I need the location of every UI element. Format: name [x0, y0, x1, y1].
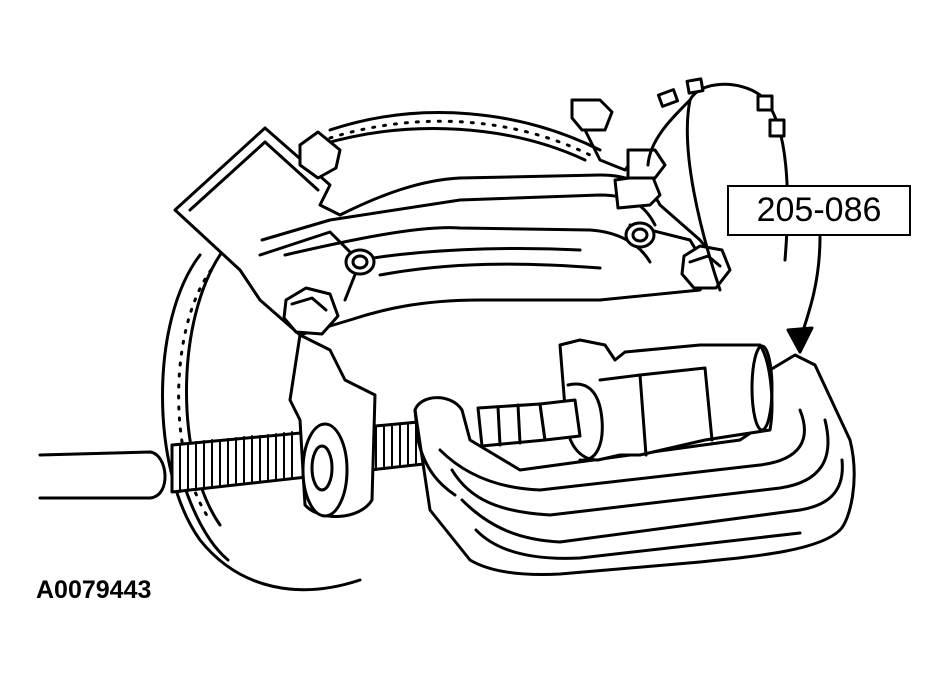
pressing-cup — [558, 338, 774, 462]
extension-rod — [38, 450, 167, 500]
spindle — [476, 398, 582, 448]
callout-arrowhead — [786, 326, 814, 354]
callout-leader — [798, 235, 822, 342]
caliper-fittings — [344, 221, 656, 276]
tool-callout-label: 205-086 — [756, 191, 882, 229]
caliper-bolt-right — [680, 244, 732, 290]
caliper-mount — [288, 333, 377, 518]
tool-callout-box: 205-086 — [727, 185, 911, 236]
brake-rotor — [161, 111, 602, 592]
caliper-bolt-left — [282, 286, 340, 336]
figure-id: A0079443 — [36, 576, 152, 604]
speed-sensor-cable — [646, 77, 789, 292]
c-frame-tool — [413, 353, 856, 576]
brake-caliper — [173, 98, 722, 337]
